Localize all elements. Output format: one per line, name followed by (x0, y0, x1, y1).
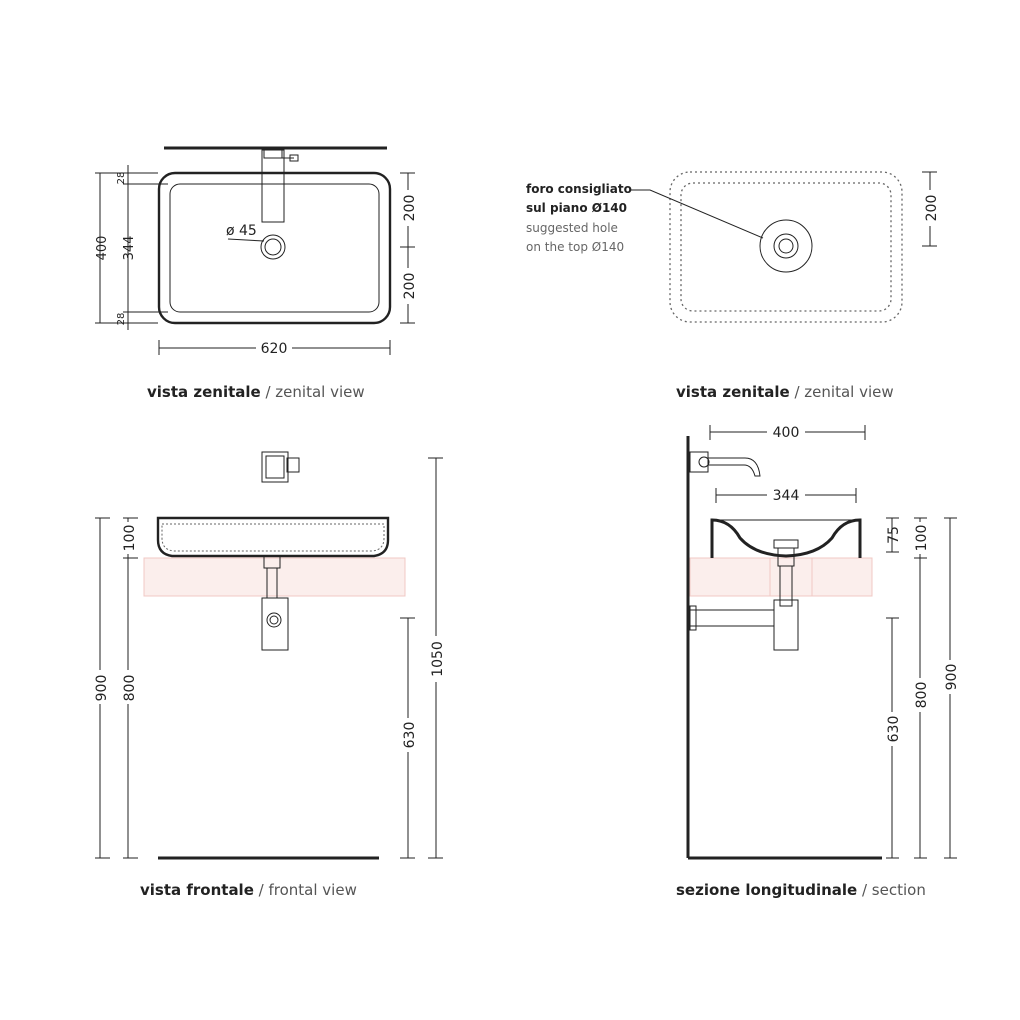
note-en-1: suggested hole (526, 221, 618, 235)
trap-body (773, 599, 799, 651)
dim-200-top: 200 (402, 195, 418, 222)
trap-cap-inner (269, 615, 279, 625)
basin-front-inner (161, 523, 385, 552)
drain-pipe (779, 565, 793, 607)
caption-section-view: sezione longitudinale / section (676, 881, 926, 899)
drain-inner (264, 238, 282, 256)
label-bg (400, 190, 418, 226)
note-it-2: sul piano Ø140 (526, 201, 627, 215)
dim-630: 630 (886, 716, 902, 743)
label-bg (942, 660, 960, 694)
top-view: ø 45 400 344 28 28 200 200 620 vista zen… (95, 146, 418, 401)
tap-front-handle (286, 457, 300, 473)
drain-outer (260, 234, 286, 260)
caption-top-view: vista zenitale / zenital view (147, 383, 365, 401)
drain-top (773, 539, 799, 549)
basin-dashed-inner (680, 182, 892, 312)
basin-front (156, 516, 390, 558)
waste-pipe (690, 609, 774, 627)
label-bg (428, 636, 446, 682)
label-bg (120, 522, 138, 554)
dim-620: 620 (261, 341, 288, 357)
dim-800: 800 (122, 675, 138, 702)
note-it-1: foro consigliato (526, 182, 632, 196)
label-bg (256, 340, 292, 356)
label-bg (767, 424, 805, 440)
drain-outer (773, 233, 799, 259)
dim-800: 800 (914, 682, 930, 709)
note-en-2: on the top Ø140 (526, 240, 624, 254)
dim-100: 100 (914, 525, 930, 552)
label-bg (120, 670, 138, 704)
dim-400: 400 (95, 236, 110, 261)
countertop (143, 557, 406, 597)
label-bg (400, 268, 418, 304)
label-bg (912, 678, 930, 712)
trap-body (261, 597, 289, 651)
dim-900: 900 (944, 664, 960, 691)
basin-section (710, 518, 862, 558)
wall-tap-spout (708, 457, 761, 477)
dim-344: 344 (773, 488, 800, 504)
label-bg (884, 712, 902, 746)
wall-tap-plate (689, 451, 709, 473)
label-bg (922, 190, 940, 226)
tap-knob (289, 154, 299, 162)
dim-630: 630 (402, 722, 418, 749)
trap-cap (266, 612, 282, 628)
wall-tap-knob (698, 456, 710, 468)
dim-28-top: 28 (116, 172, 127, 185)
note-leader (630, 189, 764, 239)
label-bg (912, 522, 930, 554)
countertop (689, 557, 873, 597)
basin-inner-outline (169, 183, 380, 313)
dim-75: 75 (886, 526, 902, 544)
drain-inner (778, 238, 794, 254)
front-view: 900 800 100 630 1050 vista frontale / fr… (92, 451, 446, 899)
tap-top (263, 149, 283, 159)
dim-200-bottom: 200 (402, 273, 418, 300)
tap-front (261, 451, 289, 483)
caption-front-view: vista frontale / frontal view (140, 881, 357, 899)
drain-label: ø 45 (226, 223, 257, 239)
top-view-hole: foro consigliato sul piano Ø140 suggeste… (526, 171, 940, 401)
wall-flange (689, 605, 697, 631)
dim-344: 344 (122, 236, 137, 261)
tap-body (261, 149, 285, 223)
dim-900: 900 (94, 675, 110, 702)
tap-front-inner (265, 455, 285, 479)
basin-dashed-outline (669, 171, 903, 323)
dim-200: 200 (924, 195, 940, 222)
section-view: 400 344 75 630 100 800 900 sezione l (676, 424, 960, 899)
dim-28-bottom: 28 (116, 313, 127, 326)
label-bg (767, 487, 805, 503)
suggested-hole (759, 219, 813, 273)
basin-outline (157, 171, 392, 325)
dim-100: 100 (122, 525, 138, 552)
caption-top-view-hole: vista zenitale / zenital view (676, 383, 894, 401)
drain-leader (227, 238, 265, 242)
dim-1050: 1050 (430, 641, 446, 677)
label-bg (400, 718, 418, 752)
dim-400: 400 (773, 425, 800, 441)
label-bg (92, 670, 110, 704)
